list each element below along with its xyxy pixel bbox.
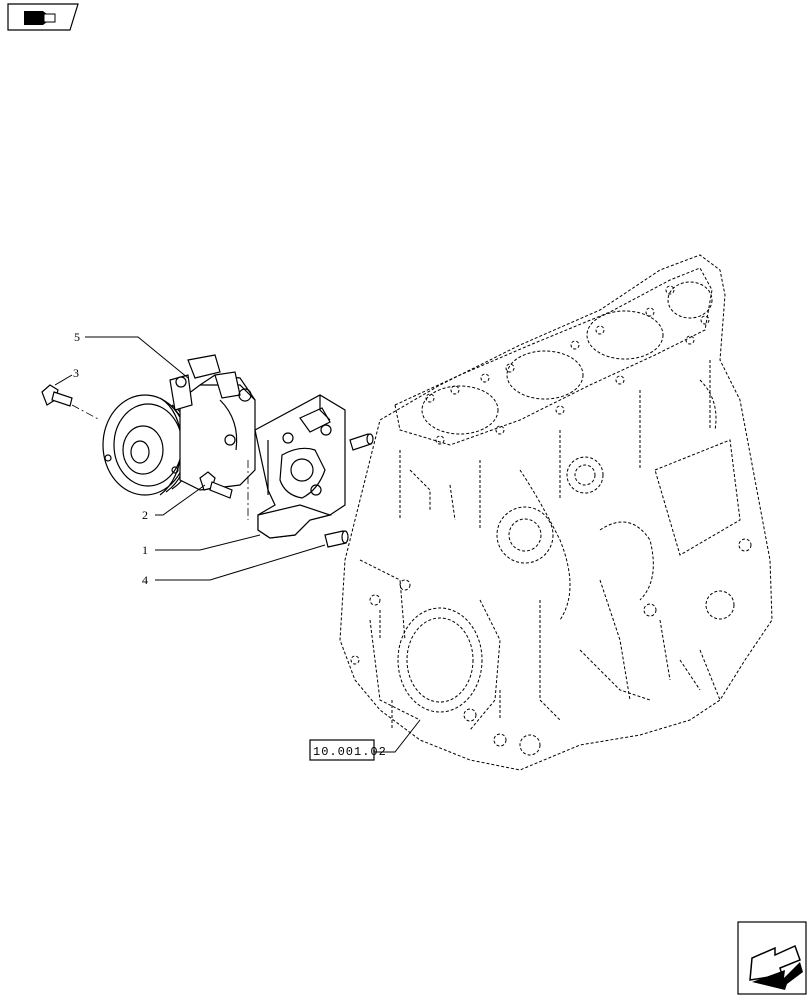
engine-block-drawing xyxy=(339,254,773,771)
callout-label-3: 3 xyxy=(73,366,79,380)
compressor-drawing xyxy=(102,354,256,496)
reference-label: 10.001.02 xyxy=(313,745,387,759)
mounting-bracket-drawing xyxy=(254,394,346,539)
bolt-3 xyxy=(41,384,73,407)
callout-label-5: 5 xyxy=(74,330,80,344)
dowel-pin-lower xyxy=(324,530,349,548)
callout-label-2: 2 xyxy=(142,508,148,522)
section-badge-icon xyxy=(7,3,79,31)
reference-box[interactable]: 10.001.02 xyxy=(309,739,387,761)
dowel-pin-upper xyxy=(349,433,374,451)
callout-leaders xyxy=(54,336,421,753)
callout-label-4: 4 xyxy=(142,573,148,587)
callout-label-1: 1 xyxy=(142,543,148,557)
next-page-arrow-icon[interactable] xyxy=(737,921,807,995)
